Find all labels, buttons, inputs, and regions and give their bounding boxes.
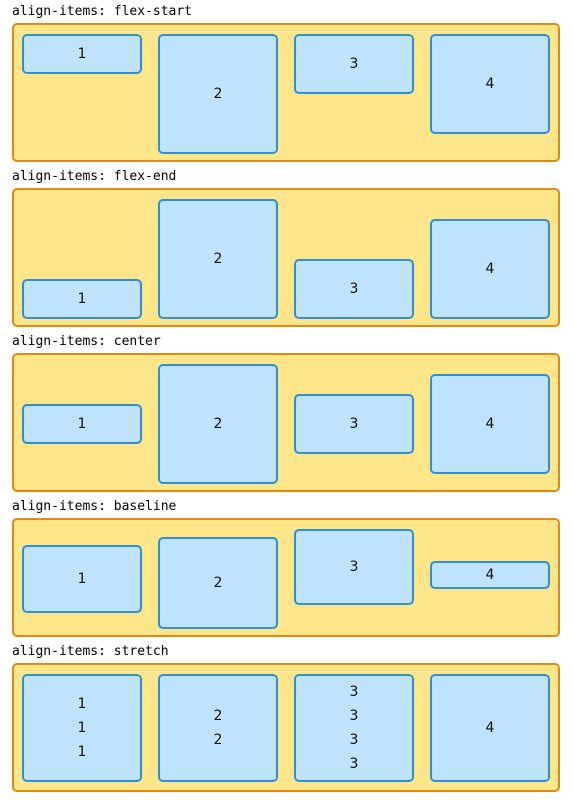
flex-item-2: 2 — [158, 364, 278, 484]
flex-container-flex-start: 1 2 3 4 — [12, 23, 560, 162]
flex-item-4: 4 — [430, 219, 550, 319]
flex-item-3: 3 — [294, 34, 414, 94]
flex-item-4: 4 — [430, 561, 550, 589]
section-label-baseline: align-items: baseline — [12, 499, 177, 514]
flex-item-1: 1 — [22, 34, 142, 74]
flex-container-baseline: 1 2 3 4 — [12, 518, 560, 637]
flex-container-center: 1 2 3 4 — [12, 353, 560, 492]
section-label-stretch: align-items: stretch — [12, 644, 169, 659]
flex-item-3: 3 — [294, 394, 414, 454]
flex-item-4: 4 — [430, 674, 550, 782]
flex-item-4: 4 — [430, 34, 550, 134]
flex-container-flex-end: 1 2 3 4 — [12, 188, 560, 327]
flex-item-2: 2 — [158, 34, 278, 154]
flex-item-1: 1 — [22, 545, 142, 613]
flex-item-4: 4 — [430, 374, 550, 474]
flex-item-3: 3 — [294, 259, 414, 319]
flex-item-2: 2 — [158, 537, 278, 629]
flex-item-1: 1 — [22, 279, 142, 319]
section-label-flex-start: align-items: flex-start — [12, 4, 193, 19]
flex-item-3: 3 — [294, 529, 414, 605]
flex-item-1: 1 — [22, 404, 142, 444]
flex-item-2: 2 — [158, 199, 278, 319]
section-label-center: align-items: center — [12, 334, 161, 349]
section-label-flex-end: align-items: flex-end — [12, 169, 177, 184]
